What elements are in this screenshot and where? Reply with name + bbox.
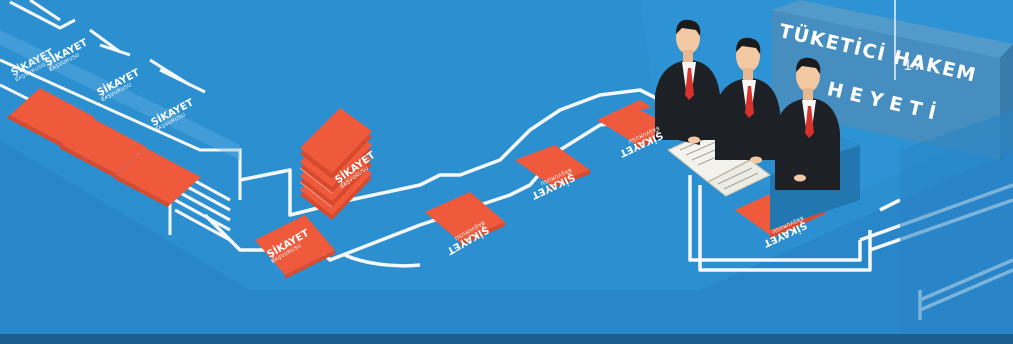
bottom-bar: [0, 334, 1013, 344]
page-number: 17: [903, 56, 923, 74]
pedestal: [900, 110, 1013, 344]
